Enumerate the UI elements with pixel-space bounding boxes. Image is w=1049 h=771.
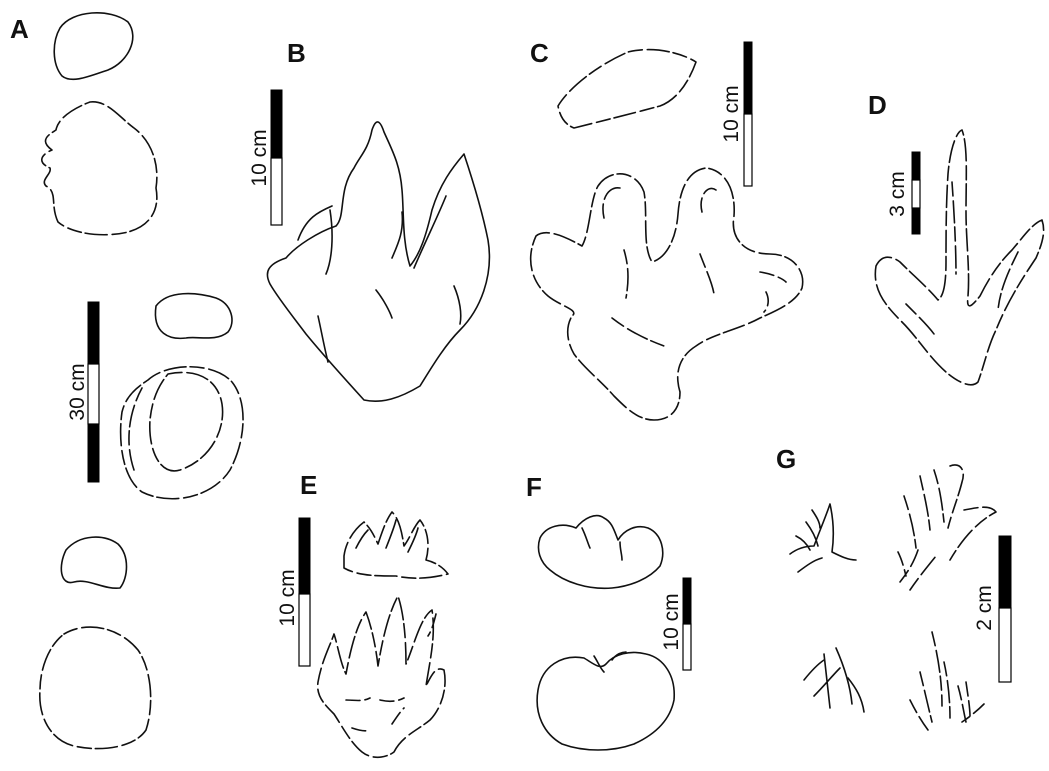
panel-e-tracks	[318, 512, 448, 757]
panel-label-c: C	[530, 38, 549, 69]
track-e1-digit-lines	[356, 520, 418, 552]
scale-label-e: 10 cm	[276, 558, 300, 638]
scale-bar-d	[912, 152, 920, 234]
panel-label-d: D	[868, 90, 887, 121]
track-g3	[804, 648, 864, 712]
scale-label-c: 10 cm	[720, 74, 744, 154]
track-a3-manus	[61, 537, 126, 588]
scale-label-b: 10 cm	[248, 118, 272, 198]
track-a1-manus	[54, 13, 133, 80]
panel-g-tracks	[790, 465, 996, 730]
track-c2-toe-pads	[603, 188, 786, 346]
panel-c-tracks	[531, 50, 803, 420]
track-e2-pads	[346, 614, 436, 731]
scale-bar-f	[683, 578, 691, 670]
track-a1-pes	[42, 102, 157, 235]
panel-f-tracks	[537, 516, 674, 750]
track-g4	[910, 632, 984, 730]
scale-bar-b	[271, 90, 282, 225]
scale-label-a: 30 cm	[66, 352, 90, 432]
panel-label-e: E	[300, 470, 317, 501]
track-f2-outline	[537, 652, 674, 750]
track-a2-pes	[121, 367, 243, 499]
panel-label-f: F	[526, 472, 542, 503]
track-e2-pes	[318, 596, 445, 757]
scale-label-f: 10 cm	[660, 582, 684, 662]
track-b-creases	[318, 286, 461, 362]
track-a2-manus	[155, 294, 232, 339]
track-c1-fragment	[558, 50, 696, 128]
track-a2-inner	[129, 372, 223, 470]
track-f1-outline	[538, 516, 662, 589]
scale-label-d: 3 cm	[886, 162, 910, 226]
panel-label-a: A	[10, 14, 29, 45]
track-b-digit-inner	[392, 196, 446, 268]
scale-bar-c	[744, 42, 752, 186]
scale-label-g: 2 cm	[973, 573, 997, 643]
panel-label-g: G	[776, 444, 796, 475]
track-d-digit-lines	[906, 182, 1018, 334]
track-g2	[898, 465, 996, 590]
panel-label-b: B	[287, 38, 306, 69]
track-a3-pes	[40, 627, 151, 749]
scale-bar-g	[999, 536, 1011, 682]
track-g1	[790, 504, 856, 572]
track-b-outline	[267, 122, 489, 401]
scale-bar-e	[299, 518, 310, 666]
track-b-digit-2	[298, 206, 332, 274]
track-c2-outline	[531, 168, 803, 420]
panel-b-track	[267, 122, 489, 401]
